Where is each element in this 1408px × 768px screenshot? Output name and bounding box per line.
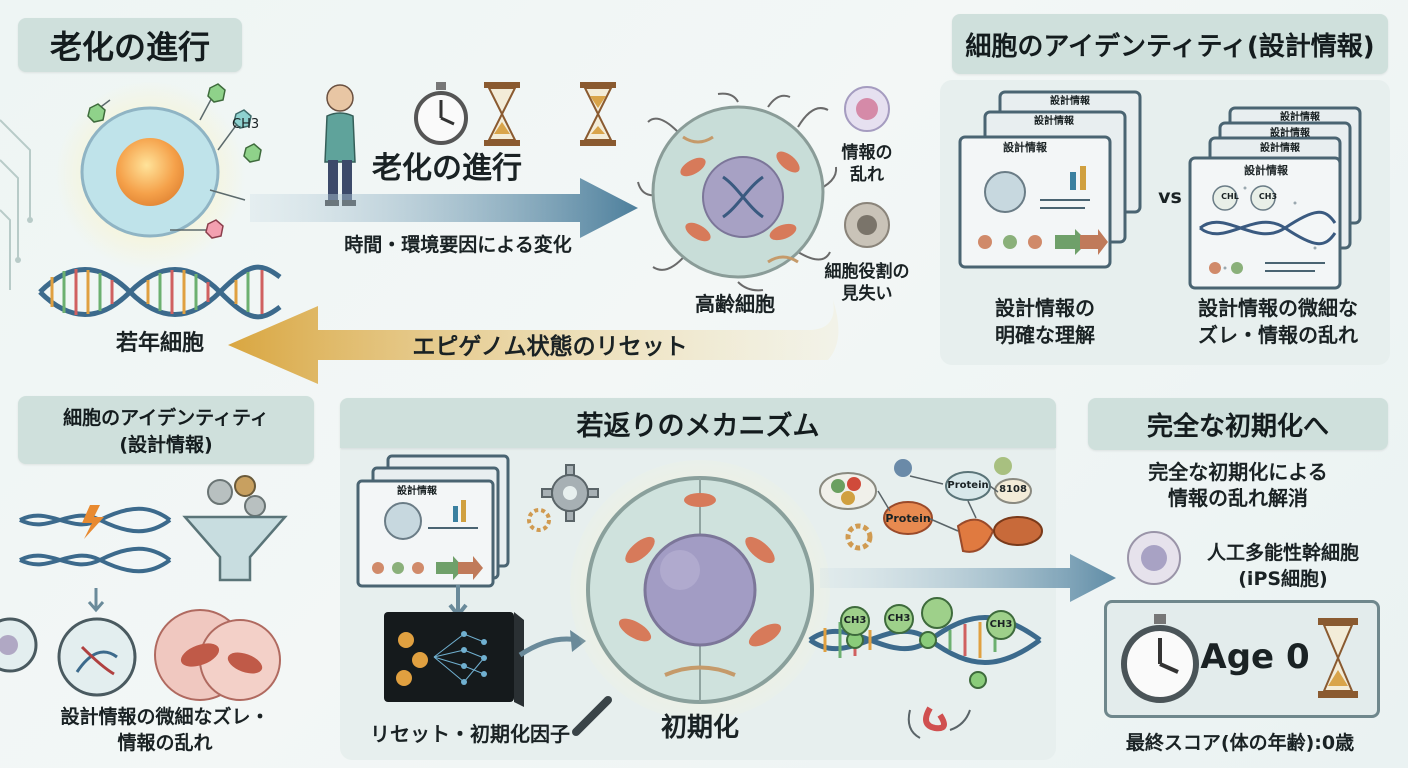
gear-icon [541,464,599,522]
old-cell-label: 高齢細胞 [695,292,775,316]
ch3-text-2: CH3 [887,613,911,624]
mechanism-doc-stack [356,454,510,588]
clear-design-doc-stack [958,90,1142,269]
full-reset-desc-1: 完全な初期化による [1148,460,1328,484]
identity-title-left: 細胞のアイデンティティ (設計情報) [18,396,314,464]
aging-progress-arrow [250,178,638,238]
full-reset-desc-2: 情報の乱れ解消 [1168,486,1308,510]
ch3-bubble-3 [986,610,1016,640]
info-disorder-label-2: 乱れ [850,165,884,185]
rejuvenation-title: 若返りのメカニズム [340,398,1056,448]
left-drift-caption-2: 情報の乱れ [117,732,213,754]
methyl-bubble [921,597,953,629]
young-dna-helix [38,264,282,320]
ch3-label: CH3 [232,117,260,132]
protein-label-1: Protein [885,512,931,525]
age-stopwatch-icon [1121,614,1199,703]
disordered-cell-icon [844,86,890,132]
clear-understanding-label-1: 設計情報の [995,296,1095,320]
elderly-person-icon [324,84,356,206]
drift-ch3-label: CH3 [1258,192,1278,201]
small-gear-icon-2 [845,523,873,551]
full-reset-title: 完全な初期化へ [1088,398,1388,450]
rejuvenating-cell [570,460,830,720]
role-loss-label-2: 見失い [841,284,893,304]
magnified-dna-icon [57,617,137,697]
ch3-text-3: CH3 [989,619,1013,630]
ch3-bubble-2 [884,604,914,634]
young-cell-label: 若年細胞 [115,331,204,356]
drift-doc-title-4: 設計情報 [1244,164,1288,177]
age-hourglass-icon [1318,618,1358,698]
ips-label-1: 人工多能性幹細胞 [1206,542,1359,564]
identity-title-left-line2: (設計情報) [119,434,213,456]
identity-title-left-line1: 細胞のアイデンティティ [63,407,269,429]
doc-title-1: 設計情報 [1050,96,1090,107]
reset-arrow-label: エピゲノム状態のリセット [412,334,688,360]
to-full-reset-arrow [820,554,1116,602]
chl-label: CHL [1221,192,1239,201]
hourglass-icon-2 [580,82,616,146]
protein-network-illustration [819,457,1043,553]
drift-doc-title-3: 設計情報 [1260,143,1300,154]
mechanism-doc-title: 設計情報 [397,486,437,497]
hourglass-icon [484,82,520,146]
funnel-icon [182,475,288,582]
ips-cell-icon [1127,531,1181,585]
broken-dna-illustration [19,505,172,574]
epigenome-reset-arrow [228,300,839,384]
drifted-design-doc-stack [1188,106,1362,290]
doc-title-2: 設計情報 [1034,116,1074,127]
young-cell-illustration [55,80,262,270]
left-drift-caption-1: 設計情報の微細なズレ・ [60,706,270,728]
drift-doc-title-2: 設計情報 [1270,128,1310,139]
small-gear-icon [527,508,551,532]
lost-role-cell-icon [844,202,890,248]
code-label: 8108 [999,484,1027,495]
ch3-bubble-1 [840,606,870,636]
drift-label-2: ズレ・情報の乱れ [1198,323,1358,347]
role-loss-label-1: 細胞役割の [824,262,910,282]
reset-factor-device [384,612,524,707]
drift-doc-title-1: 設計情報 [1280,112,1320,123]
aging-arrow-label: 老化の進行 [372,151,522,186]
identity-title-top: 細胞のアイデンティティ(設計情報) [952,14,1388,74]
magnifying-glass-icon [572,696,612,736]
final-score-label: 最終スコア(体の年齢):0歳 [1125,732,1355,754]
protein-label-2: Protein [947,480,989,491]
aging-title: 老化の進行 [18,18,242,72]
clear-understanding-label-2: 明確な理解 [995,323,1095,347]
doc-title-3: 設計情報 [1003,141,1047,154]
stopwatch-icon [414,82,468,145]
info-disorder-label-1: 情報の [841,143,893,163]
ch3-text-1: CH3 [843,615,867,626]
vs-label: vs [1158,186,1182,208]
circuit-decoration [0,119,33,290]
mitochondria-cells-icon [154,609,281,701]
aging-caption: 時間・環境要因による変化 [344,234,572,256]
speech-cell-icon [0,617,38,673]
reset-factors-label: リセット・初期化因子 [370,722,570,746]
age-zero-value: Age 0 [1200,637,1310,677]
device-to-cell-arrow [518,630,586,658]
down-arrow-icon [87,588,105,613]
ips-label-2: (iPS細胞) [1238,568,1328,590]
old-cell-illustration [637,92,838,292]
initialization-label: 初期化 [660,713,739,743]
drift-label-1: 設計情報の微細な [1198,296,1358,320]
